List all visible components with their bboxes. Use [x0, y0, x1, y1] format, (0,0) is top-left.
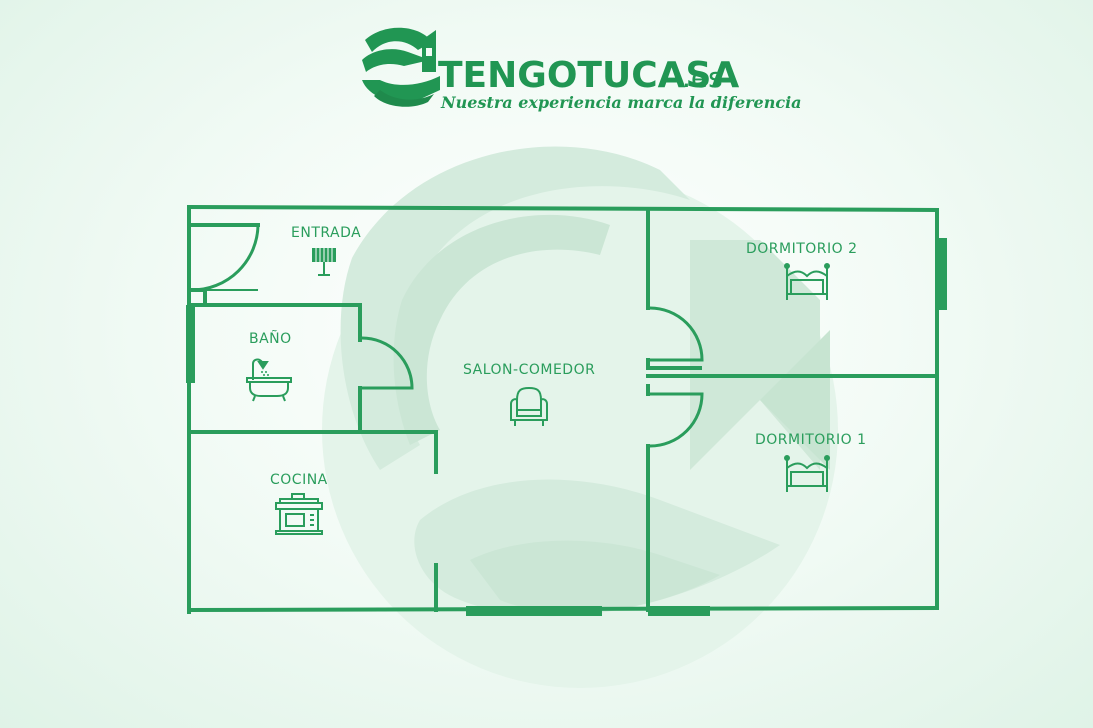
room-label-dormitorio-2: DORMITORIO 2 [746, 241, 858, 257]
lamp-icon [312, 248, 336, 276]
armchair-icon [510, 386, 548, 426]
bathtub-shower-icon [246, 358, 292, 402]
window-dormitorio-1 [648, 606, 710, 616]
brand-domain-ext: .es [682, 61, 723, 94]
window-dormitorio-2 [938, 238, 947, 310]
wall-outer-top [186, 204, 940, 213]
room-label-dormitorio-1: DORMITORIO 1 [755, 432, 867, 448]
brand-name: TENGOTUCASA [438, 55, 739, 96]
door-entrada[interactable] [191, 224, 260, 292]
brand-tagline: Nuestra experiencia marca la diferencia [440, 93, 802, 112]
room-label-salon: SALON-COMEDOR [463, 362, 595, 378]
room-labels: ENTRADA BAÑO COCINA SALON-COMEDOR DORMIT… [249, 225, 867, 488]
brand-logo[interactable]: TENGOTUCASA .es Nuestra experiencia marc… [362, 27, 802, 112]
windows [186, 238, 947, 616]
watermark-logo [322, 146, 838, 688]
door-bano[interactable] [360, 336, 414, 390]
room-label-entrada: ENTRADA [291, 225, 361, 241]
cooking-pot-icon [275, 493, 323, 535]
door-dormitorio-1[interactable] [649, 392, 704, 448]
bed-icon [784, 263, 830, 300]
doors [191, 224, 704, 448]
bed-icon [784, 455, 830, 492]
room-label-cocina: COCINA [270, 472, 328, 488]
window-salon [466, 606, 602, 616]
room-label-bano: BAÑO [249, 330, 292, 347]
window-bano [186, 305, 195, 383]
door-dormitorio-2[interactable] [649, 306, 704, 362]
hands-house-logo-icon [362, 27, 440, 107]
